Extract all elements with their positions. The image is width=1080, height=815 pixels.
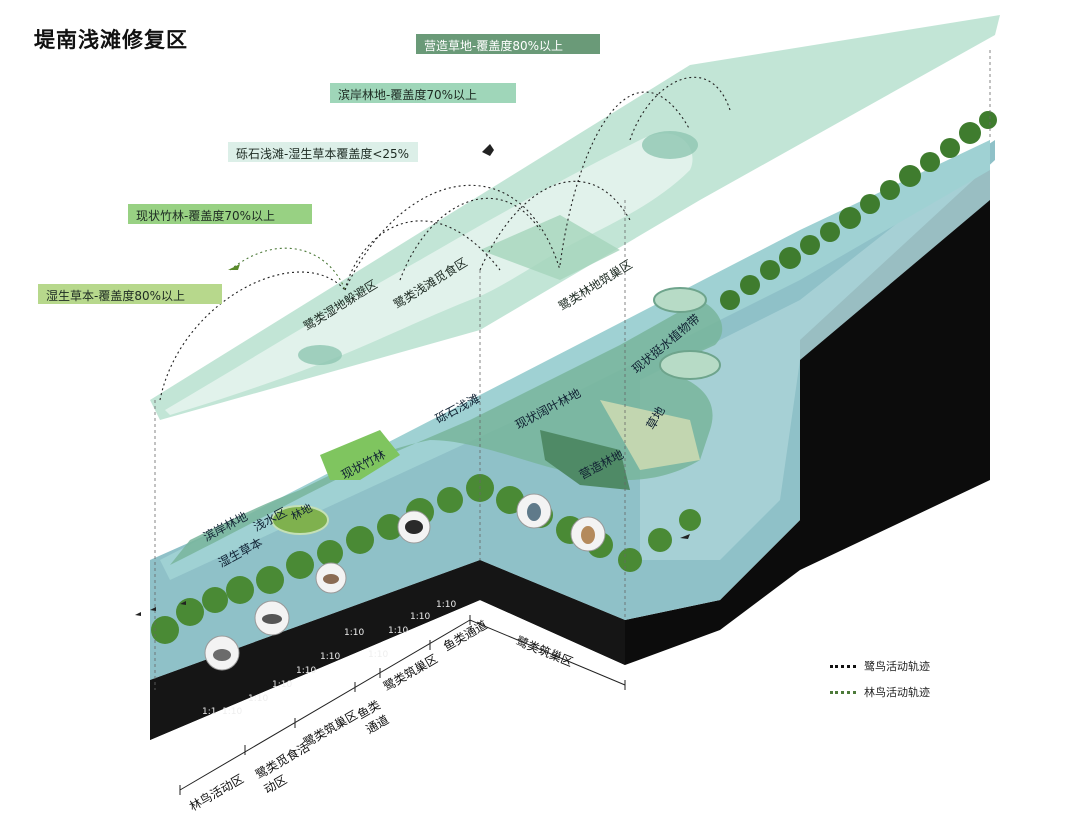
slope-label: 1:10 <box>272 680 293 690</box>
legend-item-forest-bird: 林鸟活动轨迹 <box>830 684 930 700</box>
bird-silhouettes <box>135 144 690 616</box>
forest-patch <box>320 430 400 480</box>
grass-oval-2 <box>653 287 707 313</box>
legend-item-egret: 鹭鸟活动轨迹 <box>830 658 930 674</box>
slope-label: 1:10 <box>410 612 431 622</box>
slope-label: 1:1 <box>202 707 217 717</box>
guide-lines <box>154 50 991 690</box>
bird-badge-3 <box>315 562 347 594</box>
grass-oval-1 <box>659 350 721 380</box>
slope-label: 1:10 <box>436 600 457 610</box>
upper-pond-2 <box>298 345 342 365</box>
legend-label: 林鸟活动轨迹 <box>864 686 930 699</box>
bird-badge-2 <box>254 600 290 636</box>
bird-badge-6 <box>570 516 606 552</box>
lower-plan-shape <box>170 300 723 565</box>
bird-badge-4 <box>397 510 431 544</box>
dotted-line-icon <box>830 664 856 668</box>
callout-meadow: 营造草地-覆盖度80%以上 <box>416 34 600 54</box>
flight-arcs <box>159 76 731 401</box>
bird-badge-5 <box>516 493 552 529</box>
river-channel <box>640 150 990 560</box>
legend-label: 鹭鸟活动轨迹 <box>864 660 930 673</box>
callout-bamboo: 现状竹林-覆盖度70%以上 <box>128 204 312 224</box>
soil-front <box>150 560 625 740</box>
forest-bird-arcs <box>229 247 346 291</box>
page-title: 堤南浅滩修复区 <box>34 28 188 52</box>
tree-row-right <box>720 111 997 310</box>
upper-middle-patch <box>480 215 620 280</box>
slope-label: 1:10 <box>388 626 409 636</box>
section-dimension <box>179 615 626 795</box>
dotted-line-icon <box>830 690 856 694</box>
bird-badge-1 <box>204 635 240 671</box>
callout-wet-herb: 湿生草本-覆盖度80%以上 <box>38 284 222 304</box>
planted-forest <box>540 430 630 490</box>
slope-label: 1:10 <box>368 650 389 660</box>
upper-pond-1 <box>642 131 698 159</box>
slope-label: 1:10 <box>320 652 341 662</box>
slope-label: 1:10 <box>248 694 269 704</box>
slope-label: 1:10 <box>296 666 317 676</box>
callout-gravel: 砾石浅滩-湿生草本覆盖度<25% <box>228 142 418 162</box>
slope-label: 1:10 <box>344 628 365 638</box>
slope-label: 1:10 <box>222 707 243 717</box>
forest-oval <box>271 505 329 535</box>
callout-bank-forest: 滨岸林地-覆盖度70%以上 <box>330 83 516 103</box>
upper-shallows <box>165 133 693 415</box>
